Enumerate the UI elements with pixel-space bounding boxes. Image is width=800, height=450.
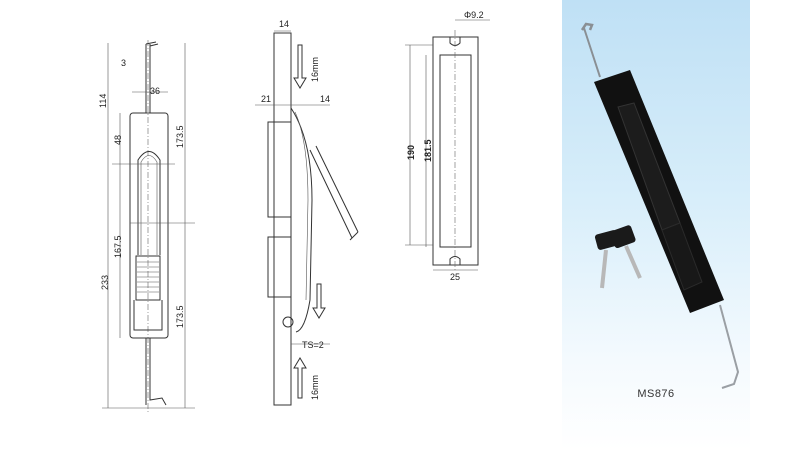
dim-167-5: 167.5	[113, 235, 123, 258]
dim-16mm-top: 16mm	[310, 57, 320, 82]
dim-48: 48	[113, 135, 123, 145]
lock-photo	[580, 22, 740, 389]
product-photo: MS876	[562, 0, 750, 450]
dim-190: 190	[406, 145, 416, 160]
dim-ts: TS=2	[302, 340, 324, 350]
dim-25: 25	[450, 272, 460, 282]
lock-body	[594, 70, 724, 313]
dim-181-5: 181.5	[423, 139, 433, 162]
dim-173-5-bottom: 173.5	[175, 305, 185, 328]
dim-phi-9-2: Φ9.2	[464, 10, 484, 20]
product-model-caption: MS876	[637, 388, 675, 400]
front-view: 3 36 114 48 173.5 167.5 233 173.5	[98, 40, 195, 412]
dim-3: 3	[121, 58, 126, 68]
back-view: Φ9.2 190 181.5 25	[405, 10, 490, 282]
dim-36: 36	[150, 86, 160, 96]
dim-114: 114	[98, 94, 108, 108]
dim-16mm-bottom: 16mm	[310, 375, 320, 400]
dim-233: 233	[100, 275, 110, 290]
keys	[594, 225, 642, 289]
dim-14-top: 14	[279, 19, 289, 29]
dim-173-5-top: 173.5	[175, 125, 185, 148]
dim-21: 21	[261, 94, 271, 104]
side-view: 14 16mm 21 14 TS=2 16mm	[255, 19, 359, 406]
dim-14-side: 14	[320, 94, 330, 104]
